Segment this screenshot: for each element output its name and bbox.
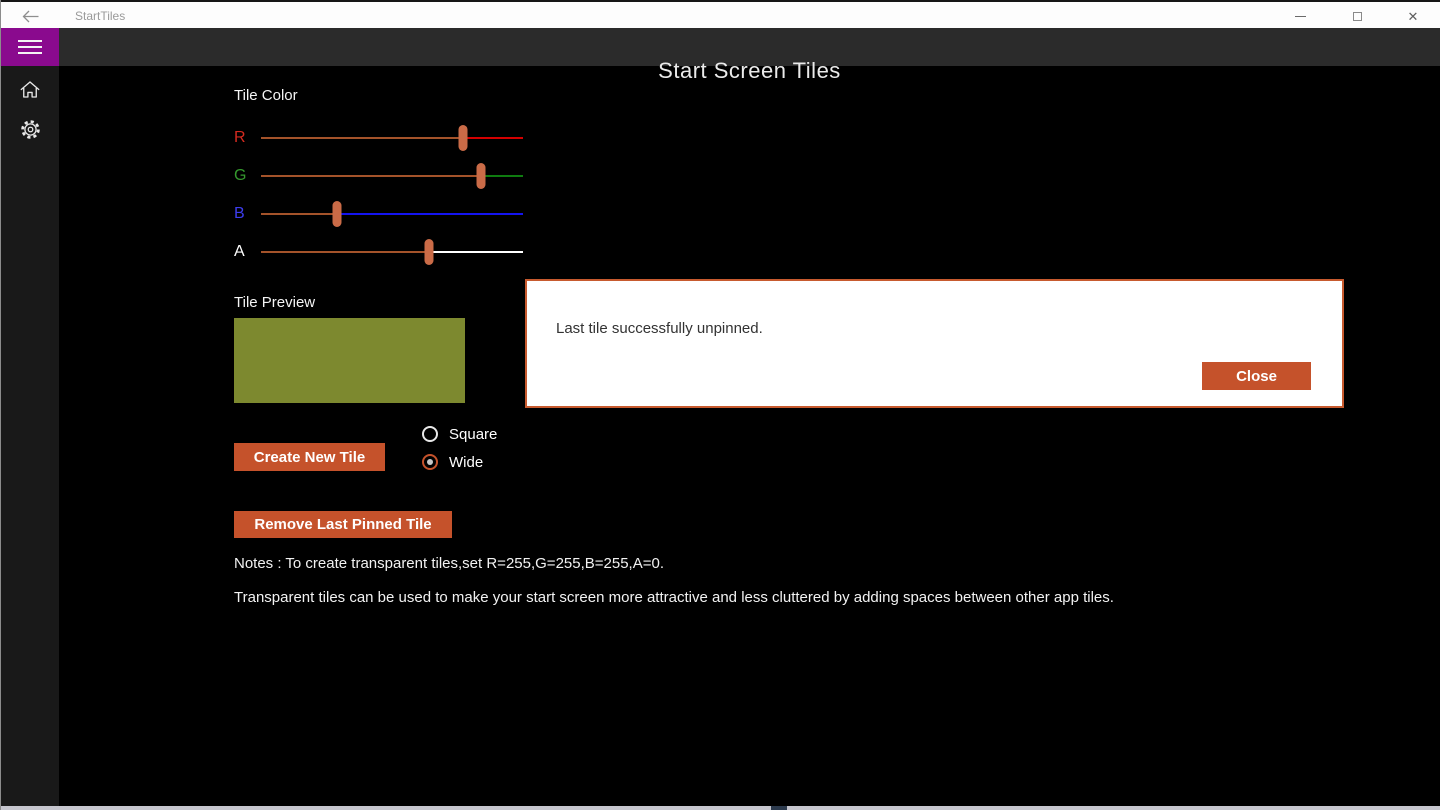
slider-alpha-label: A: [234, 243, 245, 260]
notes-line-1: Notes : To create transparent tiles,set …: [234, 555, 664, 572]
remove-last-pinned-tile-button[interactable]: Remove Last Pinned Tile: [234, 511, 452, 538]
unpin-result-dialog: Last tile successfully unpinned. Close: [525, 279, 1344, 408]
slider-red-label: R: [234, 129, 246, 146]
slider-blue-label: B: [234, 205, 245, 222]
tile-preview-label: Tile Preview: [234, 294, 316, 311]
minimize-button[interactable]: [1282, 4, 1318, 28]
title-bar: StartTiles ✕: [1, 0, 1440, 28]
home-icon: [20, 80, 40, 98]
dialog-close-button[interactable]: Close: [1202, 362, 1311, 390]
radio-option-square[interactable]: Square: [422, 425, 497, 443]
slider-green-label: G: [234, 167, 247, 184]
create-new-tile-button[interactable]: Create New Tile: [234, 443, 385, 471]
tile-color-label: Tile Color: [234, 87, 298, 104]
radio-square-label: Square: [449, 425, 498, 443]
tile-preview-swatch: [234, 318, 465, 403]
slider-alpha-thumb[interactable]: [424, 239, 434, 265]
slider-green-thumb[interactable]: [476, 163, 486, 189]
page-header: Start Screen Tiles: [1, 28, 1440, 83]
slider-alpha-track[interactable]: [261, 239, 523, 265]
slider-green-track[interactable]: [261, 163, 523, 189]
sidebar: [1, 66, 59, 806]
notes-line-2: Transparent tiles can be used to make yo…: [234, 589, 1114, 606]
slider-red-thumb[interactable]: [458, 125, 468, 151]
maximize-icon: [1352, 11, 1362, 21]
back-arrow-icon: [22, 10, 38, 22]
slider-red-track[interactable]: [261, 125, 523, 151]
dialog-message: Last tile successfully unpinned.: [556, 320, 763, 337]
hamburger-icon: [18, 40, 42, 42]
slider-alpha-fill: [261, 251, 429, 253]
back-button[interactable]: [17, 6, 43, 26]
sidebar-item-home[interactable]: [1, 69, 59, 109]
close-icon: ✕: [1407, 8, 1419, 24]
slider-green-fill: [261, 175, 482, 177]
hamburger-menu-button[interactable]: [1, 28, 59, 66]
page-title: Start Screen Tiles: [658, 58, 841, 83]
slider-blue-track[interactable]: [261, 201, 523, 227]
app-title: StartTiles: [75, 9, 126, 23]
slider-alpha: A: [234, 238, 523, 266]
slider-green: G: [234, 162, 523, 190]
radio-option-wide[interactable]: Wide: [422, 453, 483, 471]
radio-wide-label: Wide: [449, 453, 484, 471]
settings-gear-icon: [20, 119, 40, 139]
scrollbar-thumb[interactable]: [771, 806, 787, 810]
slider-blue-thumb[interactable]: [332, 201, 342, 227]
radio-wide-circle[interactable]: [422, 454, 438, 470]
maximize-button[interactable]: [1339, 4, 1375, 28]
slider-red: R: [234, 124, 523, 152]
slider-blue: B: [234, 200, 523, 228]
bottom-scrollbar[interactable]: [1, 806, 1440, 810]
sidebar-item-settings[interactable]: [1, 109, 59, 149]
slider-red-fill: [261, 137, 463, 139]
slider-blue-fill: [261, 213, 337, 215]
close-button[interactable]: ✕: [1395, 4, 1431, 28]
radio-square-circle[interactable]: [422, 426, 438, 442]
minimize-icon: [1294, 15, 1306, 17]
